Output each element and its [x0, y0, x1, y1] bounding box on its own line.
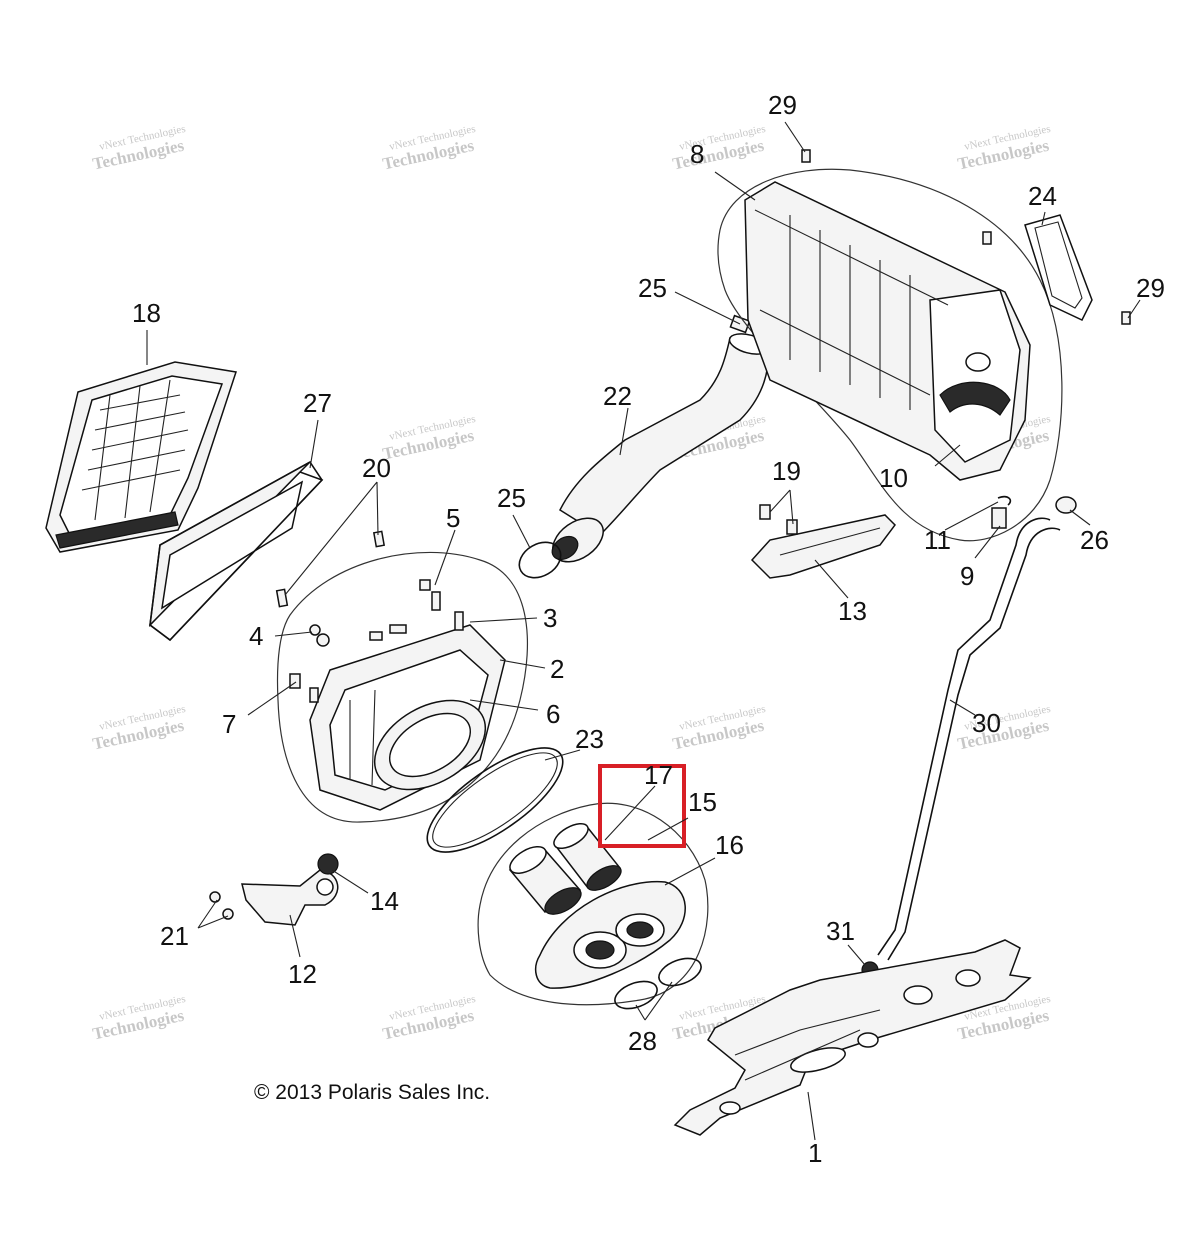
callout-17: 17 [644, 760, 673, 790]
group-outline-airbox [276, 551, 528, 823]
callout-16: 16 [715, 830, 744, 860]
callout-28: 28 [628, 1026, 657, 1056]
part-29-screw [801, 149, 811, 163]
part-23-gasket [426, 747, 564, 853]
callout-27: 27 [303, 388, 332, 418]
callout-2: 2 [550, 654, 564, 684]
part-2-airbox-base [309, 624, 506, 811]
callout-12: 12 [288, 959, 317, 989]
callout-29a: 29 [768, 90, 797, 120]
callout-30: 30 [972, 708, 1001, 738]
part-12-bracket [209, 853, 339, 926]
callout-24: 24 [1028, 181, 1057, 211]
callout-25a: 25 [638, 273, 667, 303]
callout-11: 11 [924, 525, 951, 555]
part-29-screw [1121, 311, 1131, 325]
part-9-11-26-fittings [991, 495, 1077, 529]
part-13-bracket [750, 504, 896, 579]
callout-31: 31 [826, 916, 855, 946]
callout-29b: 29 [1136, 273, 1165, 303]
callout-20: 20 [362, 453, 391, 483]
callout-22: 22 [603, 381, 632, 411]
callout-1: 1 [808, 1138, 822, 1168]
callout-21: 21 [160, 921, 189, 951]
copyright-text: © 2013 Polaris Sales Inc. [254, 1081, 491, 1104]
highlight-box [598, 764, 686, 848]
callout-5: 5 [446, 503, 460, 533]
part-24-gasket [1024, 214, 1093, 321]
group-outline-intake [477, 802, 709, 1006]
callout-6: 6 [546, 699, 560, 729]
callout-15: 15 [688, 787, 717, 817]
part-27-air-filter [148, 460, 324, 642]
part-1-frame [673, 939, 1032, 1136]
callout-25b: 25 [497, 483, 526, 513]
part-16-intake-plate [534, 880, 686, 989]
part-8-silencer [744, 181, 1031, 481]
hardware-screws [275, 530, 464, 703]
leader-lines [146, 121, 1141, 1141]
callout-23: 23 [575, 724, 604, 754]
callout-8: 8 [690, 139, 704, 169]
callout-14: 14 [370, 886, 399, 916]
callout-10: 10 [879, 463, 908, 493]
callout-7: 7 [222, 709, 236, 739]
callout-labels: 18 27 20 5 3 4 2 6 7 23 17 15 16 14 21 1… [132, 90, 1165, 1168]
part-28-clamps [614, 957, 702, 1010]
callout-19: 19 [772, 456, 801, 486]
callout-3: 3 [543, 603, 557, 633]
part-18-airbox-cover [45, 361, 237, 553]
callout-4: 4 [249, 621, 263, 651]
part-15-17-boots [508, 822, 622, 915]
callout-9: 9 [960, 561, 974, 591]
callout-26: 26 [1080, 525, 1109, 555]
part-22-intake-duct [551, 333, 770, 563]
callout-13: 13 [838, 596, 867, 626]
callout-18: 18 [132, 298, 161, 328]
